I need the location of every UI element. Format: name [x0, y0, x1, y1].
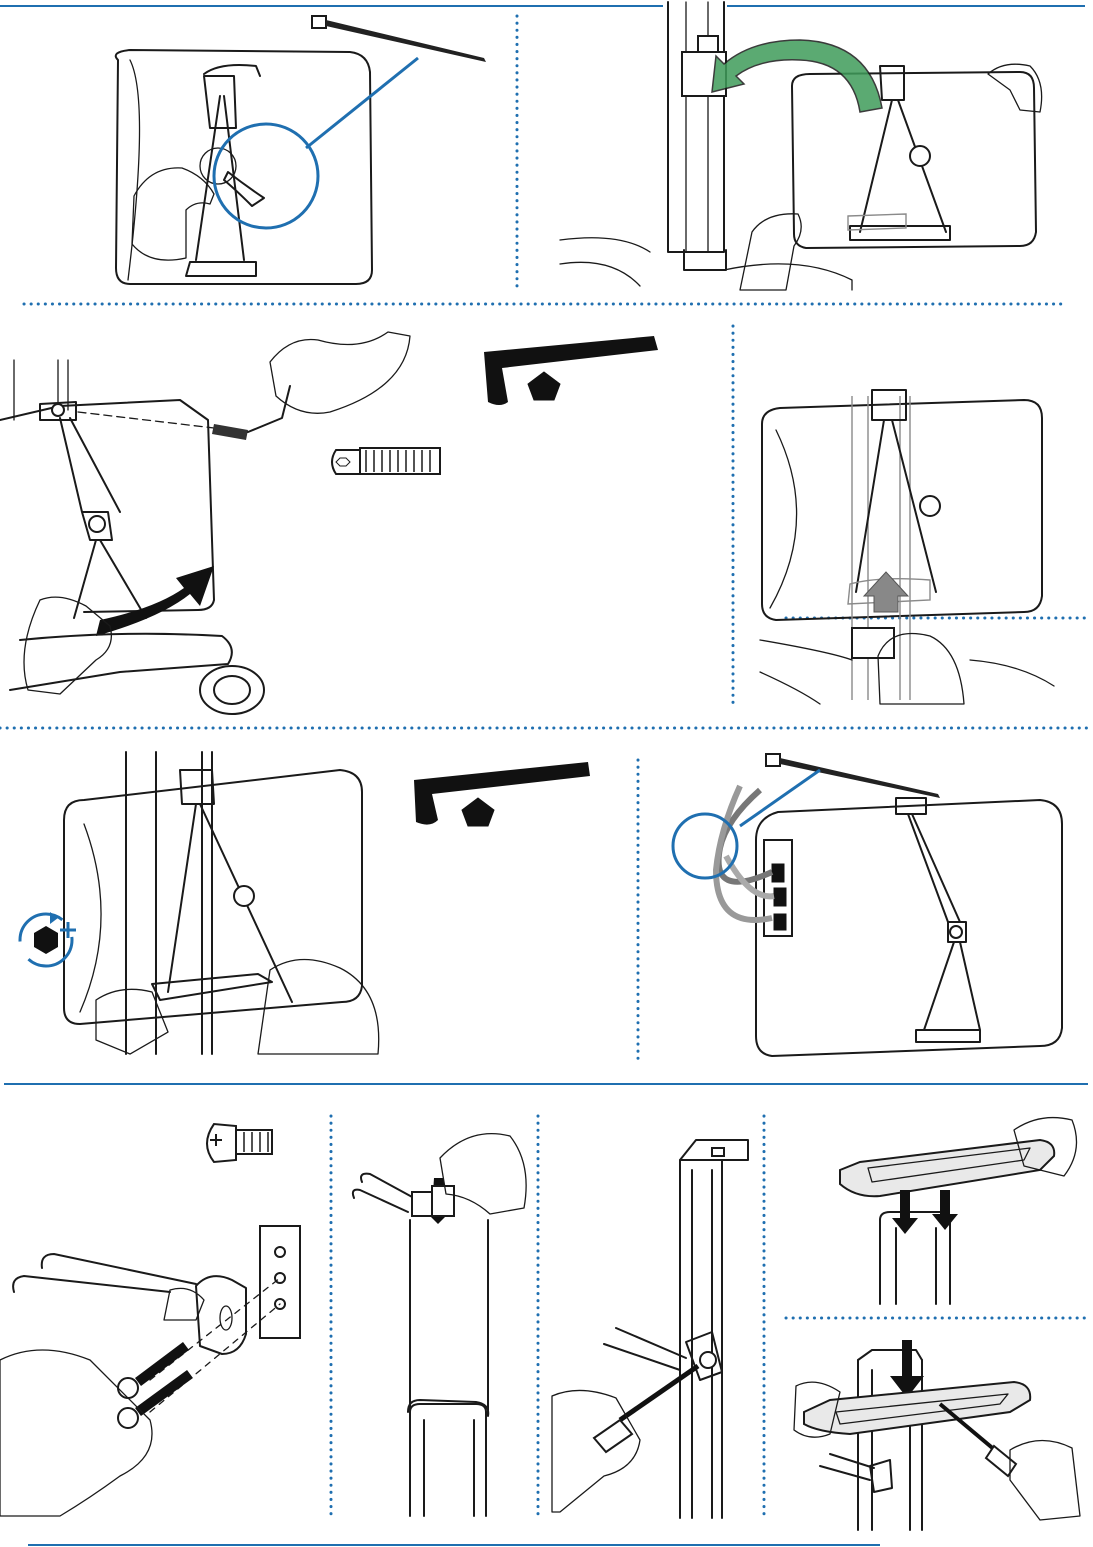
screwdriver-icon	[594, 1366, 698, 1452]
cable-tie-icon	[766, 754, 940, 798]
tray	[804, 1382, 1030, 1434]
panel-insert-screw-hex-key	[0, 332, 658, 714]
hand	[552, 1390, 640, 1512]
panel-slide-bracket-up	[760, 390, 1054, 704]
button-head-screw-icon	[332, 448, 440, 474]
phillips-screw-icon	[118, 1346, 190, 1428]
storage-box	[756, 800, 1062, 1056]
pentagon-bit-icon	[528, 372, 560, 400]
panel-lower-hook-onto-pole	[353, 1134, 526, 1516]
hanging-bracket	[40, 402, 146, 618]
panel-screw-hook-to-pole	[552, 1140, 748, 1518]
hand	[0, 1350, 152, 1516]
panel-hang-box-on-pole	[560, 2, 1042, 290]
black-curved-arrow-icon	[96, 566, 214, 636]
hand	[270, 332, 410, 413]
hex-key-icon	[484, 336, 658, 405]
panel-cable-tie-bracket	[116, 16, 486, 284]
pole	[680, 1160, 722, 1518]
pole	[408, 1220, 488, 1416]
callout-circle-icon	[214, 124, 318, 228]
tighten-rotation-icon	[20, 912, 76, 966]
pole	[880, 1220, 950, 1304]
pentagon-bit-icon	[462, 798, 494, 826]
hand	[1010, 1440, 1080, 1520]
down-arrow-icon	[890, 1340, 924, 1398]
hanging-bracket	[186, 76, 256, 276]
storage-box	[116, 50, 372, 284]
panel-attach-hook-plate	[0, 1124, 300, 1516]
panel-route-cables	[673, 754, 1062, 1056]
panel-place-tray-on-pole	[840, 1118, 1077, 1304]
hand	[132, 168, 214, 260]
phillips-screw-icon	[207, 1124, 272, 1162]
callout-circle-icon	[673, 814, 737, 878]
panel-screw-tray-to-pole	[794, 1340, 1080, 1530]
cable-tie-icon	[312, 16, 486, 62]
storage-box	[762, 400, 1042, 620]
hand	[740, 214, 801, 290]
hex-key-icon	[414, 762, 590, 825]
panel-tighten-hex-key	[20, 752, 590, 1054]
